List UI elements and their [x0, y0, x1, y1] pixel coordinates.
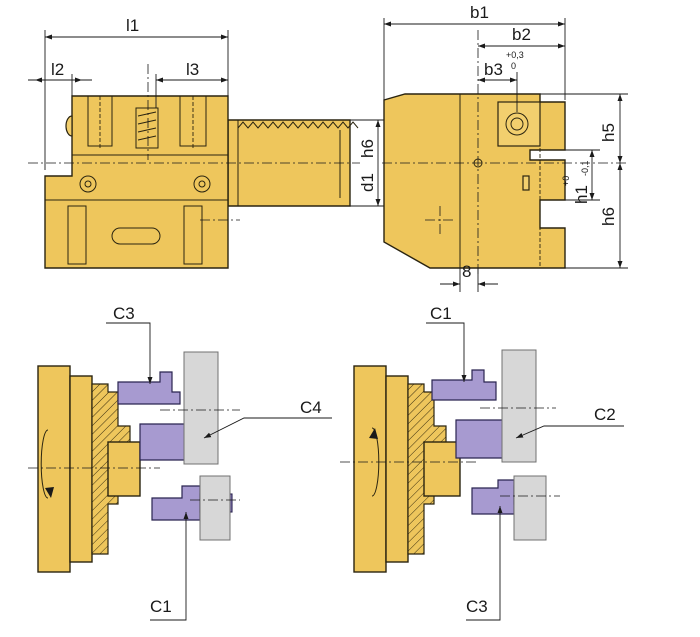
side-screw-block	[497, 101, 541, 147]
side-pin	[522, 175, 530, 191]
label-h6-side: h6	[599, 207, 618, 226]
rotation-arrow-right-head	[369, 428, 378, 439]
screw-head-right	[193, 175, 211, 193]
tool-bot-right	[471, 479, 515, 515]
label-l2: l2	[51, 60, 64, 79]
label-h1-tol-upper: +0	[561, 176, 571, 186]
label-h1: h1	[572, 185, 591, 204]
label-setup-right-top: C1	[430, 304, 452, 323]
workpiece-left	[183, 351, 219, 465]
side-screw	[505, 112, 529, 136]
label-setup-right-right: C2	[594, 405, 616, 424]
tool-top-right	[431, 369, 497, 401]
leader-c2-right	[515, 425, 624, 439]
leader-c1-right	[426, 322, 467, 382]
tool-top-left	[117, 371, 181, 405]
setup-left: C3 C4 C1	[28, 304, 332, 621]
side-knob	[65, 115, 73, 137]
label-setup-left-top: C3	[113, 304, 135, 323]
label-l1: l1	[126, 16, 139, 35]
label-h6-top: h6	[358, 139, 377, 158]
screw-head-left	[79, 175, 97, 193]
top-view-dimensions: l1 l2 l3 d1 h6	[28, 16, 384, 207]
label-b1: b1	[470, 3, 489, 22]
screw-head-right-inner	[198, 180, 206, 188]
label-b3-tol-upper: +0,3	[506, 50, 524, 60]
label-l3: l3	[186, 60, 199, 79]
label-h1-tol-lower: -0,1	[580, 160, 590, 176]
label-b3-tol-lower: 0	[511, 61, 516, 71]
side-view	[382, 30, 628, 276]
turret-disk-left	[37, 365, 71, 573]
turret-plate-right	[385, 375, 409, 563]
rotation-arrow-left	[40, 429, 49, 499]
shank-thread	[237, 121, 359, 129]
leader-c4-left	[203, 417, 332, 439]
holder-block-right	[423, 441, 461, 497]
label-setup-right-bottom: C3	[466, 597, 488, 616]
screw-head-left-inner	[84, 180, 92, 188]
center-screw-thread	[137, 111, 157, 141]
coolant-slot	[111, 227, 161, 245]
leader-c3-left	[106, 322, 153, 384]
leader-c3-right	[466, 506, 503, 621]
leader-c1-left	[150, 512, 189, 621]
turret-disk-right	[353, 365, 387, 573]
bottom-screw-right	[183, 205, 203, 265]
setup-right: C1 C2 C3	[340, 304, 624, 621]
label-8: 8	[462, 262, 471, 281]
label-b2: b2	[512, 25, 531, 44]
center-screw	[135, 107, 159, 149]
workpiece-left-lower	[199, 475, 231, 541]
tool-bot-left	[151, 485, 201, 521]
workpiece-right-lower	[513, 475, 547, 541]
top-view	[28, 64, 360, 269]
side-view-dimensions: b1 b2 b3 +0,3 0 h5 h6 h1 +0 -0,1 8	[383, 3, 628, 292]
holder-block-left	[107, 441, 141, 497]
bottom-screw-left	[67, 205, 87, 265]
side-screw-inner	[510, 117, 524, 131]
turret-plate-left	[69, 375, 93, 563]
label-d1: d1	[358, 173, 377, 192]
workpiece-right	[501, 349, 537, 463]
label-setup-left-bottom: C1	[150, 597, 172, 616]
rotation-arrow-left-head	[45, 487, 54, 498]
label-h5: h5	[599, 123, 618, 142]
label-b3: b3	[484, 60, 503, 79]
label-setup-left-right: C4	[300, 398, 322, 417]
